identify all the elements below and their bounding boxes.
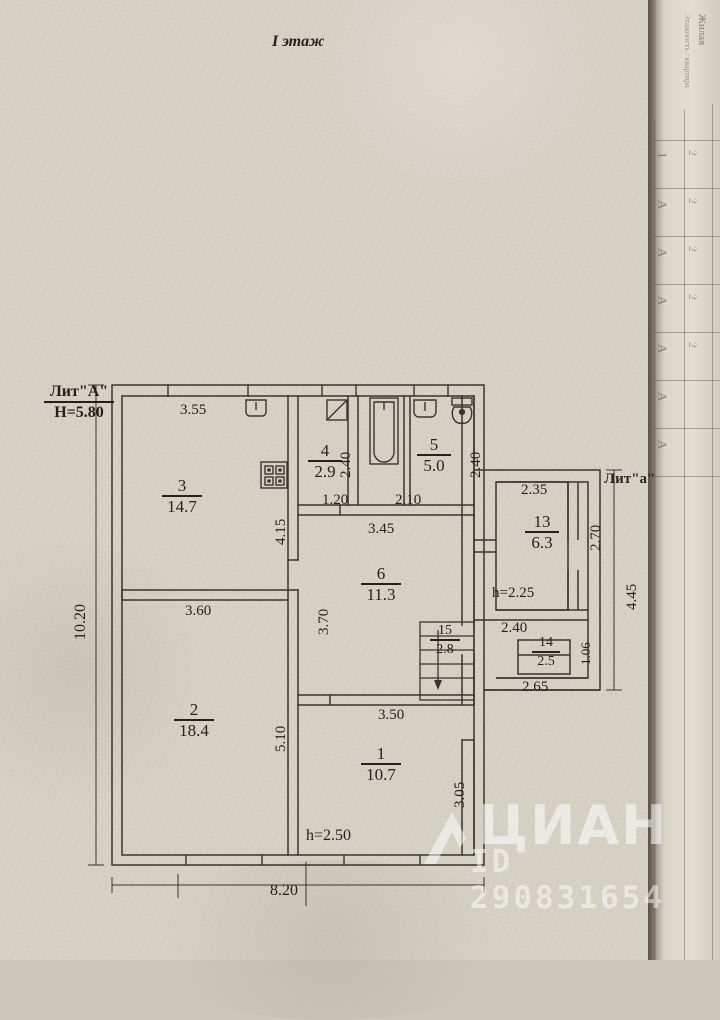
room-14-area: 2.5 xyxy=(537,653,555,669)
dim-room3-top: 3.55 xyxy=(180,402,207,418)
literal-a-label: Лит"А" xyxy=(49,383,109,400)
room-5-area: 5.0 xyxy=(423,455,445,475)
dim-room13-top: 2.35 xyxy=(521,482,548,498)
room-5-number: 5 xyxy=(429,435,439,454)
literal-a-block: Лит"А" H=5.80 xyxy=(44,383,114,422)
margin-cell-4: А xyxy=(655,296,670,306)
room-13-area: 6.3 xyxy=(531,532,553,552)
margin-cell-7: А xyxy=(655,440,670,450)
dim-annex-mid: 2.40 xyxy=(501,620,528,636)
room-13-number: 13 xyxy=(533,512,551,531)
margin-cell-1: 1 xyxy=(655,152,670,159)
room-1-height-label: h=2.50 xyxy=(306,827,352,844)
dim-room14-right-vert: 1.06 xyxy=(578,642,593,665)
margin-cell-3: А xyxy=(655,248,670,258)
room-4-area: 2.9 xyxy=(314,461,336,481)
room-15-label: 15 2.8 xyxy=(424,624,466,657)
dim-left-overall: 10.20 xyxy=(72,604,89,640)
paper-stain-1 xyxy=(0,520,190,820)
margin-heading-2: Этажность / квартира xyxy=(683,14,692,88)
page-title: I этаж xyxy=(272,33,325,50)
room-4-label: 4 2.9 xyxy=(303,441,347,481)
notebook-gutter: Жилая Этажность / квартира 1 А А А А А А… xyxy=(648,0,720,960)
room-6-label: 6 11.3 xyxy=(354,564,408,604)
margin-heading-1: Жилая xyxy=(696,14,708,46)
dim-room1-top: 3.50 xyxy=(378,707,405,723)
room-15-area: 2.8 xyxy=(436,641,454,657)
room-1-number: 1 xyxy=(376,744,386,763)
literal-a-height: H=5.80 xyxy=(54,403,104,421)
room-14-label: 14 2.5 xyxy=(527,636,565,669)
margin-cell-5: А xyxy=(655,344,670,354)
margin-num-3: 2 xyxy=(686,246,700,252)
dim-room1-right-vert: 3.05 xyxy=(452,781,468,808)
room-13-label: 13 6.3 xyxy=(519,512,565,552)
room-1-label: 1 10.7 xyxy=(354,744,408,784)
dim-corridor-vert: 3.70 xyxy=(316,608,332,635)
room-1-area: 10.7 xyxy=(366,764,396,784)
paper-stain-3 xyxy=(120,860,540,1020)
room-2-number: 2 xyxy=(189,700,199,719)
margin-num-2: 2 xyxy=(686,198,700,204)
dim-annex-bottom: 2.65 xyxy=(522,679,549,695)
room-4-number: 4 xyxy=(320,441,330,460)
dim-annex-outer-vert: 4.45 xyxy=(624,583,640,610)
margin-num-4: 2 xyxy=(686,294,700,300)
margin-cell-6: А xyxy=(655,392,670,402)
room-13-height-label: h=2.25 xyxy=(492,585,535,601)
margin-num-1: 2 xyxy=(686,150,700,156)
margin-num-5: 2 xyxy=(686,342,700,348)
room-14-number: 14 xyxy=(539,635,553,650)
dim-bath-left-vert: 2.40 xyxy=(338,451,354,478)
room-6-area: 11.3 xyxy=(366,584,396,604)
dim-bottom-overall: 8.20 xyxy=(270,882,298,899)
dim-room13-vert: 2.70 xyxy=(588,524,604,551)
margin-cell-2: А xyxy=(655,200,670,210)
gutter-shadow xyxy=(648,0,664,960)
dim-room2-vert: 5.10 xyxy=(273,725,289,752)
literal-a-small-label: Лит"а" xyxy=(604,471,656,487)
paper-stain-2 xyxy=(300,0,620,180)
room-5-label: 5 5.0 xyxy=(412,435,456,475)
room-3-number: 3 xyxy=(177,476,187,495)
dim-room5-bottom: 2.10 xyxy=(395,492,422,508)
room-15-number: 15 xyxy=(438,623,452,638)
room-3-area: 14.7 xyxy=(167,496,197,516)
room-2-area: 18.4 xyxy=(179,720,209,740)
dim-kitchen-vert: 4.15 xyxy=(273,518,289,545)
room-3-label: 3 14.7 xyxy=(152,476,212,516)
room-6-number: 6 xyxy=(376,564,386,583)
dim-room4-bottom: 1.20 xyxy=(322,492,349,508)
dim-corridor-top: 3.45 xyxy=(368,521,395,537)
dim-room2-top: 3.60 xyxy=(185,603,212,619)
room-2-label: 2 18.4 xyxy=(164,700,224,740)
dim-bath-right-vert: 2.40 xyxy=(468,451,484,478)
